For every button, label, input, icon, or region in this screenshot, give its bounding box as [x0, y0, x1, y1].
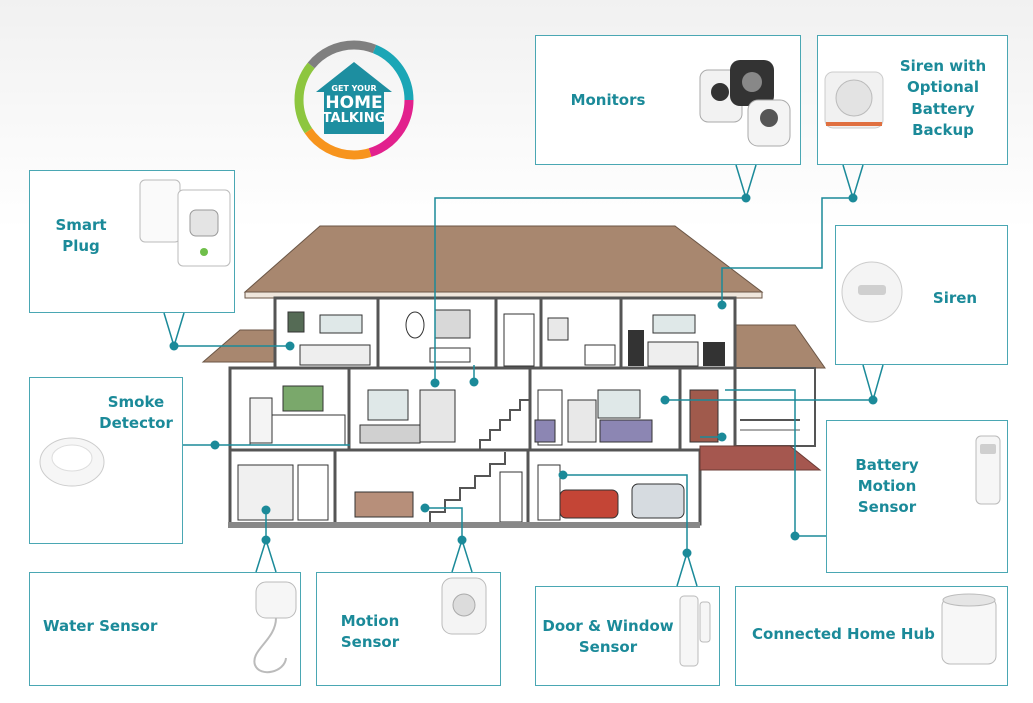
door-window-label-line-1: Door & Window	[542, 617, 674, 635]
smart-plug-label-line-1: Smart	[55, 216, 107, 234]
logo-line-2: HOME	[325, 93, 383, 113]
home-hub-device-icon	[941, 593, 997, 665]
motion-sensor-label-line-1: Motion	[340, 612, 400, 630]
logo-ring	[294, 40, 414, 160]
water-sensor-label: Water Sensor	[43, 617, 158, 635]
smoke-detector-device-icon	[39, 437, 105, 487]
siren-battery-device-icon	[824, 71, 884, 129]
logo-line-1: GET YOUR	[331, 84, 377, 93]
door-window-device-icon	[679, 595, 711, 667]
smoke-detector-box	[29, 377, 183, 544]
smart-plug-device-icon	[139, 179, 231, 267]
monitor-camera-icon	[699, 60, 791, 147]
smart-plug-label-line-2: Plug	[62, 237, 100, 255]
home-hub-label: Connected Home Hub	[752, 625, 935, 643]
siren-battery-label-line-2: Optional	[906, 78, 980, 96]
motion-sensor-label-line-2: Sensor	[340, 633, 400, 651]
battery-motion-label-line-3: Sensor	[857, 498, 917, 516]
get-your-home-talking-logo: GET YOUR HOME TALKING	[292, 38, 416, 162]
door-window-label-line-2: Sensor	[578, 638, 638, 656]
battery-motion-label-line-1: Battery	[855, 456, 919, 474]
monitors-label: Monitors	[570, 91, 646, 109]
smoke-detector-label-line-1: Smoke	[107, 393, 165, 411]
siren-battery-label-line-4: Backup	[912, 121, 974, 139]
battery-motion-device-icon	[975, 435, 1001, 505]
siren-device-icon	[841, 261, 903, 323]
logo-line-3: TALKING	[322, 111, 386, 126]
motion-sensor-device-icon	[441, 577, 487, 635]
battery-motion-label-line-2: Motion	[857, 477, 917, 495]
siren-battery-label-line-3: Battery	[911, 100, 975, 118]
siren-battery-label-line-1: Siren with	[899, 57, 987, 75]
water-sensor-device-icon	[253, 581, 297, 674]
smoke-detector-label-line-2: Detector	[99, 414, 173, 432]
siren-label: Siren	[932, 289, 978, 307]
